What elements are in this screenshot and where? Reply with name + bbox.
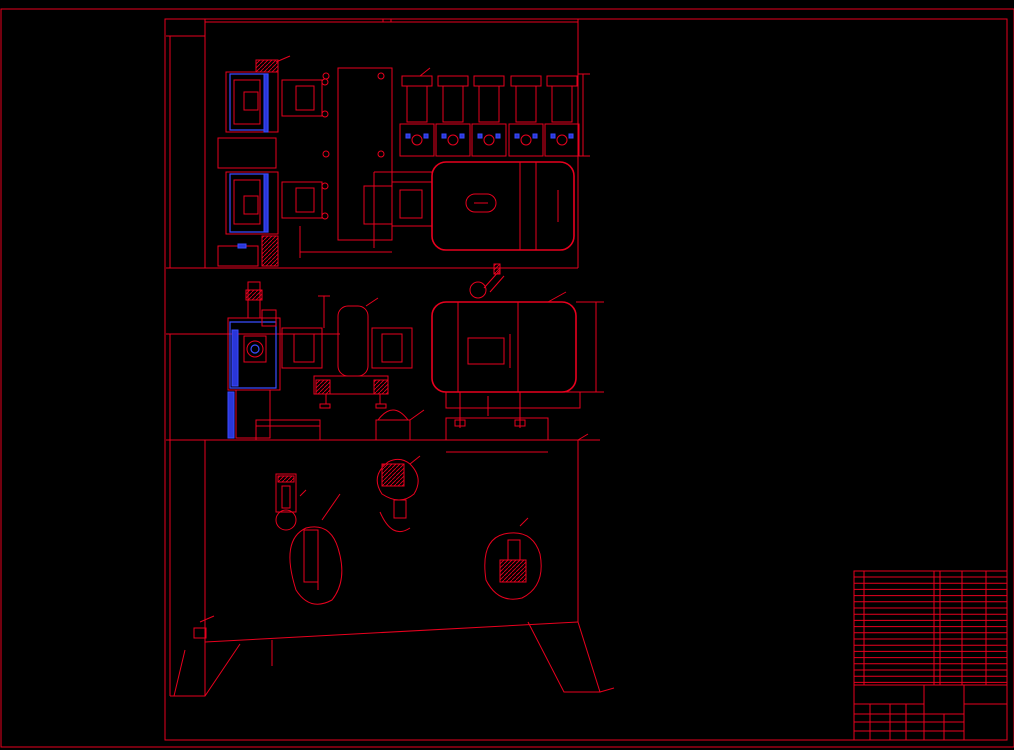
valve-group bbox=[399, 73, 590, 157]
drawing-frame bbox=[0, 8, 1014, 748]
reservoir-tank bbox=[169, 55, 615, 697]
title-block bbox=[853, 570, 1008, 741]
top-view bbox=[166, 18, 590, 269]
front-view bbox=[166, 263, 604, 453]
